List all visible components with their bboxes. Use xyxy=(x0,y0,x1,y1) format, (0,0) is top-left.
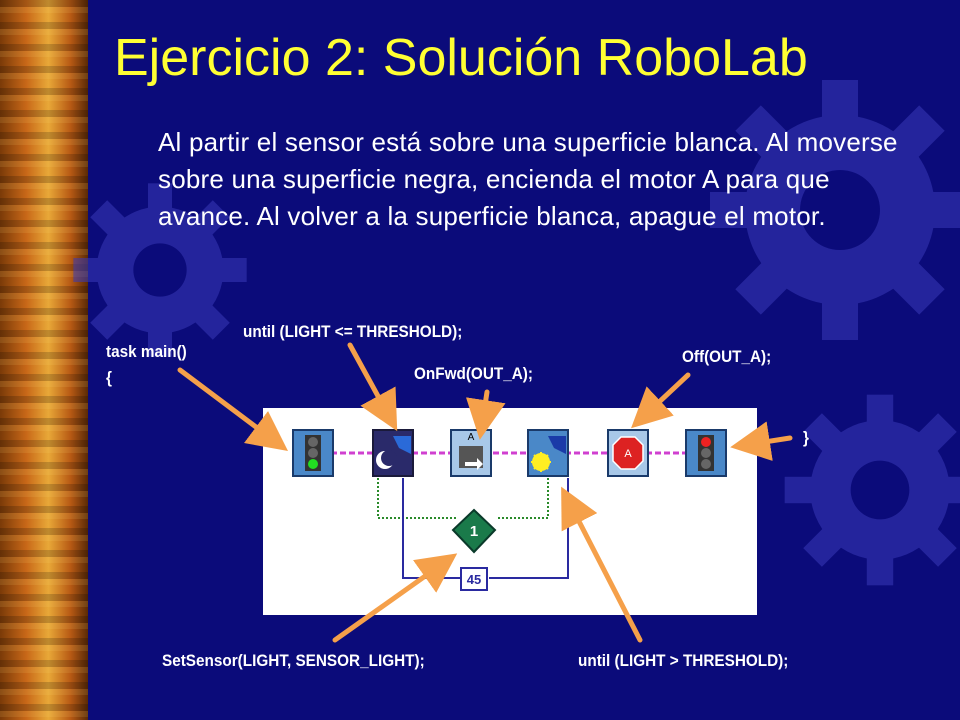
sensor-wire xyxy=(496,478,549,519)
stop-port-label: A xyxy=(624,448,632,460)
threshold-value: 45 xyxy=(467,572,481,587)
motor-port-label: A xyxy=(468,432,475,443)
wait-for-light-icon[interactable] xyxy=(527,429,569,477)
label-until-dark: until (LIGHT <= THRESHOLD); xyxy=(243,322,463,341)
label-onfwd: OnFwd(OUT_A); xyxy=(414,364,533,383)
sensor-port-value: 1 xyxy=(470,523,478,540)
value-wire xyxy=(402,478,461,579)
threshold-value-modifier[interactable]: 45 xyxy=(460,567,488,591)
label-task-main-line1: task main() xyxy=(106,342,187,361)
begin-traffic-light-icon[interactable] xyxy=(292,429,334,477)
value-wire xyxy=(489,478,569,579)
gear-background-icon xyxy=(73,183,247,357)
label-off: Off(OUT_A); xyxy=(682,347,772,366)
slide-title: Ejercicio 2: Solución RoboLab xyxy=(114,29,808,87)
label-task-main-line2: { xyxy=(106,368,112,387)
sensor-wire xyxy=(377,478,458,519)
label-close-brace: } xyxy=(803,428,809,447)
robolab-program-panel: A A 1 45 xyxy=(263,408,757,615)
robolab-diagram: A A 1 45 xyxy=(292,429,727,591)
motor-forward-icon[interactable]: A xyxy=(450,429,492,477)
exercise-description: Al partir el sensor está sobre una super… xyxy=(158,127,898,231)
stop-motor-icon[interactable]: A xyxy=(607,429,649,477)
left-decorative-strip xyxy=(0,0,88,720)
arrow-task-main xyxy=(177,367,288,451)
sensor-port-modifier-icon[interactable]: 1 xyxy=(451,508,497,554)
label-task-main: task main() { xyxy=(106,342,187,388)
gear-background-icon xyxy=(784,394,960,586)
label-setsensor: SetSensor(LIGHT, SENSOR_LIGHT); xyxy=(162,651,425,670)
gear-background-icon xyxy=(710,80,960,340)
end-traffic-light-icon[interactable] xyxy=(685,429,727,477)
wait-for-dark-icon[interactable] xyxy=(372,429,414,477)
label-until-light: until (LIGHT > THRESHOLD); xyxy=(578,651,789,670)
